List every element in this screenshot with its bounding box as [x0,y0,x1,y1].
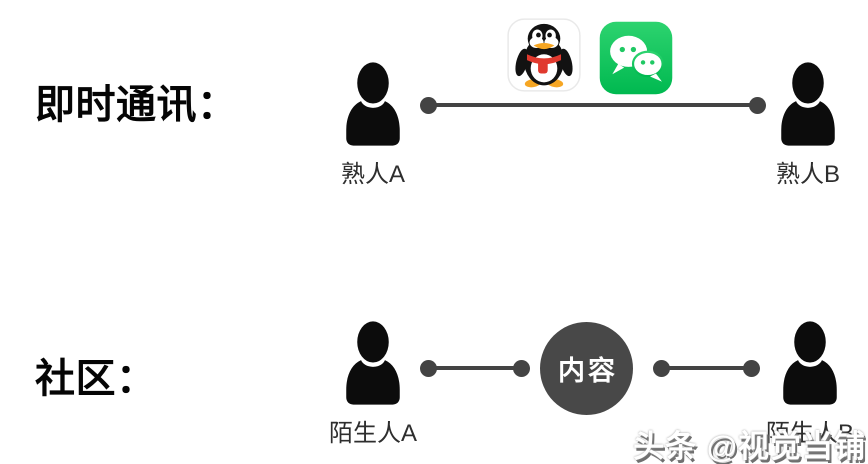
person-silhouette-icon [346,62,400,146]
connector-dot [420,360,437,377]
person-silhouette-icon [346,321,400,405]
connector-dot [749,97,766,114]
person-stranger-b: 陌生人B [766,320,854,448]
person-stranger-a: 陌生人A [329,320,417,448]
connector-line-row1 [428,103,757,107]
person-silhouette-icon [781,62,835,146]
person-label: 熟人A [341,161,406,188]
content-node: 内容 [540,322,633,415]
person-silhouette-icon [783,321,837,405]
connector-line-row2-right [661,366,751,370]
qq-app-icon [507,18,581,92]
connector-line-row2-left [428,366,521,370]
content-node-label: 内容 [558,356,618,386]
connector-dot [513,360,530,377]
person-familiar-a: 熟人A [341,61,406,189]
connector-dot [653,360,670,377]
person-label: 陌生人A [329,420,418,447]
watermark: 头条 @视觉当铺 [633,429,866,464]
row2-title: 社区： [35,357,157,401]
connector-dot [743,360,760,377]
person-label: 熟人B [776,161,841,188]
person-familiar-b: 熟人B [776,61,841,189]
connector-dot [420,97,437,114]
row1-title: 即时通讯： [35,83,238,127]
wechat-app-icon [599,21,673,95]
person-label: 陌生人B [766,420,855,447]
